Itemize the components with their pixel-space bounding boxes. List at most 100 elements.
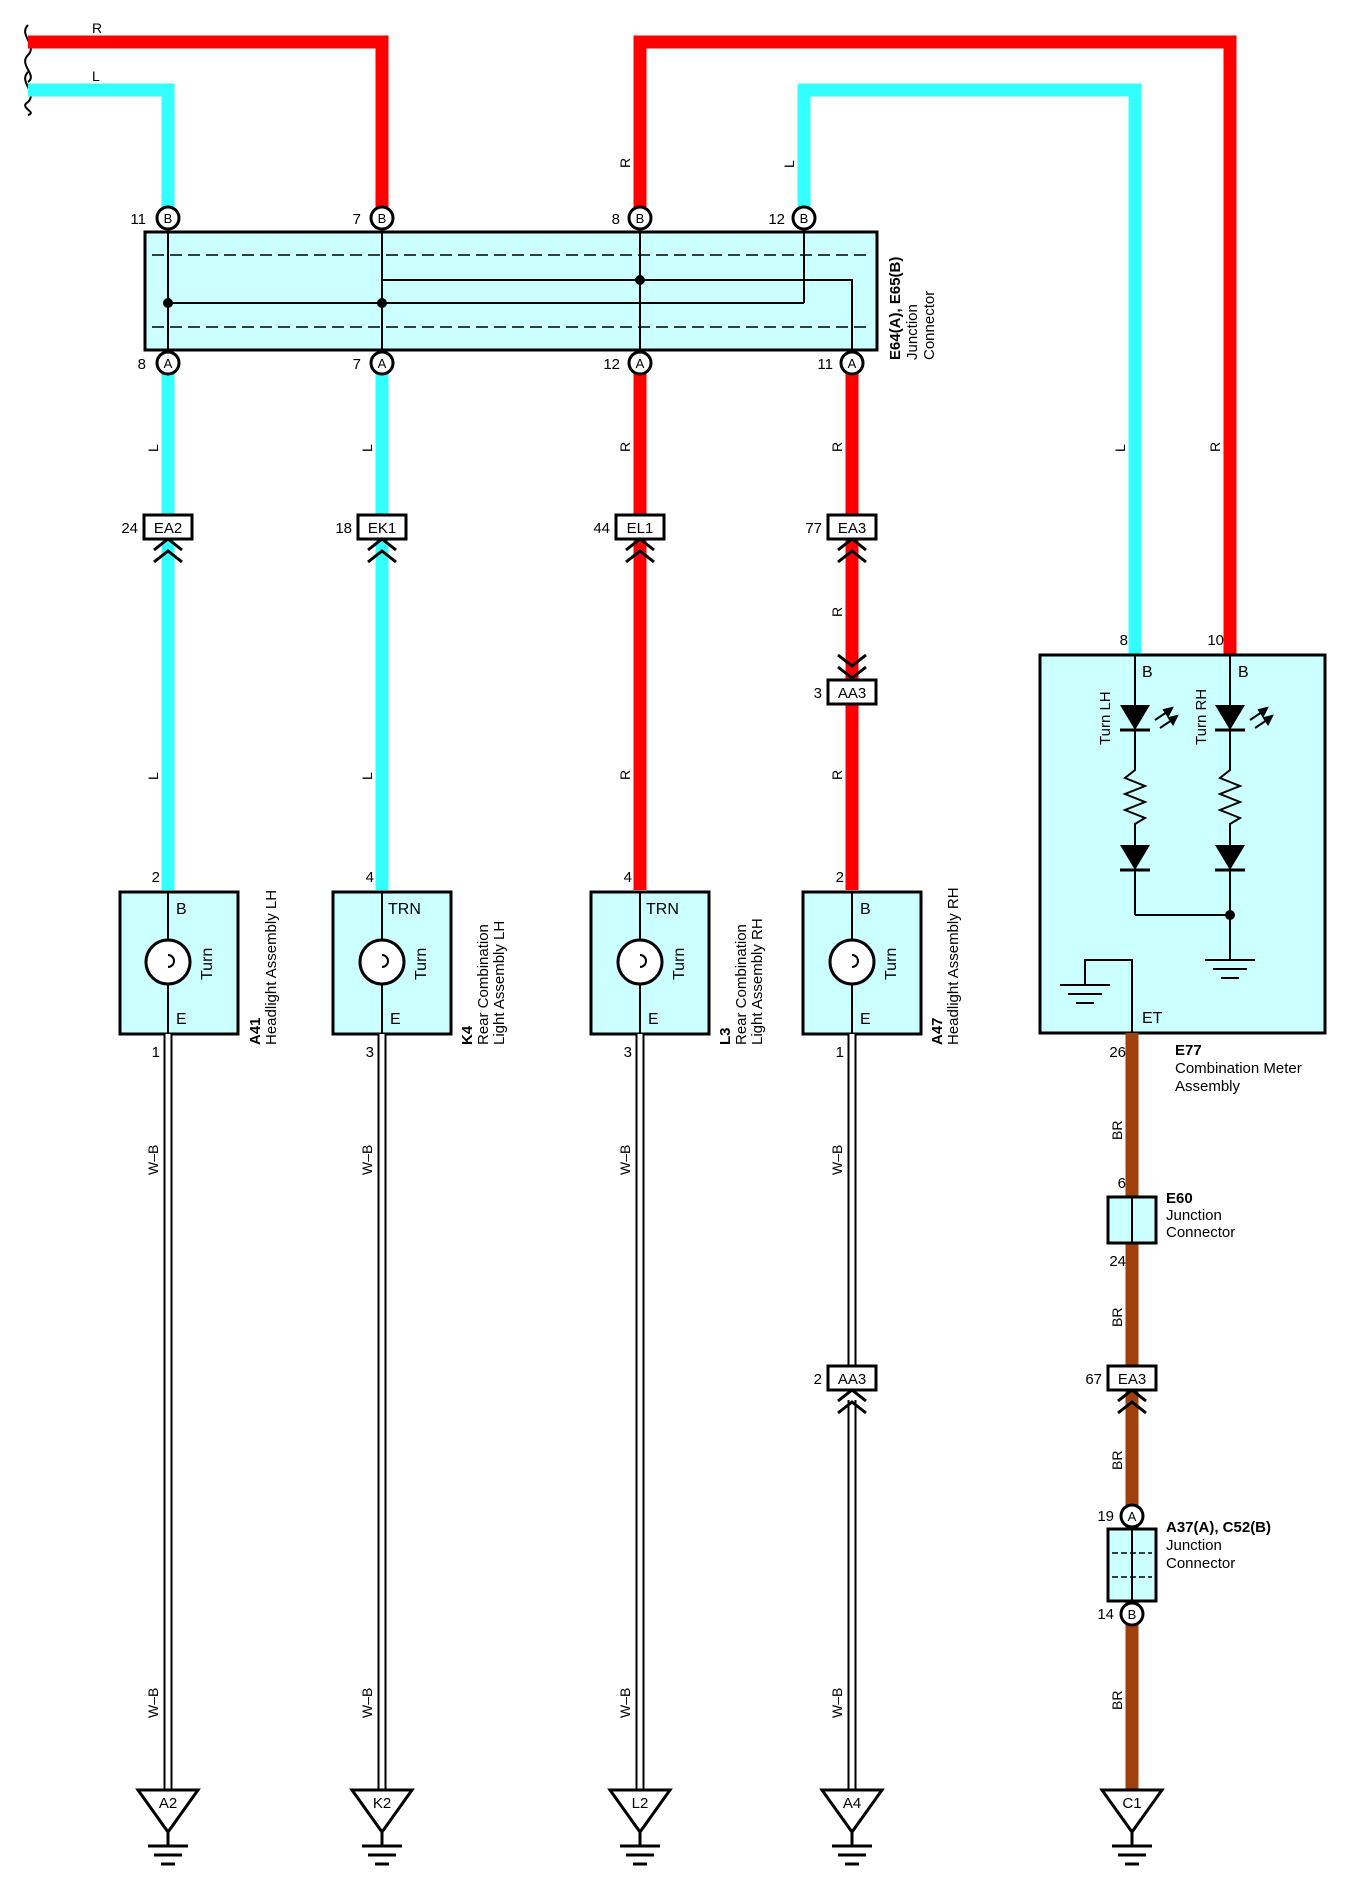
svg-text:L3: L3: [717, 1027, 734, 1045]
e64-top-pins: B 11 B 7 B 8 B 12: [130, 205, 817, 231]
svg-text:B: B: [1128, 1607, 1137, 1622]
lamp-l3-label: L3 Rear Combination Light Assembly RH: [717, 918, 766, 1045]
svg-text:B: B: [378, 211, 387, 226]
svg-text:67: 67: [1085, 1371, 1102, 1388]
wire-label: L: [145, 444, 161, 452]
wire-label: R: [829, 607, 845, 617]
svg-text:3: 3: [814, 685, 822, 702]
svg-text:6: 6: [1118, 1175, 1126, 1192]
pin-circle: A: [155, 350, 181, 376]
svg-text:AA3: AA3: [838, 1371, 866, 1388]
lamp-a47: 2 B E Turn 1: [801, 869, 923, 1061]
svg-text:K4: K4: [459, 1025, 476, 1045]
e64-bottom-pins: A 8 A 7 A 12 A 11: [138, 350, 865, 376]
pin-number: 7: [353, 356, 361, 373]
svg-text:L2: L2: [632, 1795, 649, 1812]
junction-a37-label: A37(A), C52(B) Junction Connector: [1166, 1519, 1271, 1572]
wire-label: L: [92, 68, 100, 84]
wire-label: W–B: [617, 1145, 633, 1175]
svg-text:E77: E77: [1175, 1042, 1202, 1059]
svg-text:77: 77: [805, 520, 822, 537]
wire-label: W–B: [359, 1145, 375, 1175]
junction-e64-line2: Connector: [921, 291, 938, 360]
svg-text:Junction: Junction: [1166, 1207, 1222, 1224]
wire-label: R: [617, 442, 633, 452]
pin-number: 8: [612, 211, 620, 228]
pin-circle: A: [627, 350, 653, 376]
svg-text:19: 19: [1097, 1508, 1114, 1525]
svg-text:18: 18: [335, 520, 352, 537]
wire-label: R: [617, 770, 633, 780]
meter-e77-label: E77 Combination Meter Assembly: [1175, 1042, 1302, 1095]
ground-c1: C1: [1099, 1788, 1165, 1866]
svg-text:TRN: TRN: [388, 901, 421, 918]
svg-text:EK1: EK1: [368, 520, 396, 537]
pin-number: 11: [817, 356, 833, 373]
source-break-marks: [24, 24, 32, 116]
svg-text:Combination Meter: Combination Meter: [1175, 1060, 1302, 1077]
wire-label: W–B: [829, 1688, 845, 1718]
svg-text:B: B: [800, 211, 809, 226]
inline-connector-aa3-bottom: AA3 2: [814, 1364, 878, 1415]
svg-text:4: 4: [624, 869, 632, 886]
svg-text:Turn: Turn: [199, 948, 216, 980]
svg-text:2: 2: [836, 869, 844, 886]
svg-text:E: E: [390, 1011, 401, 1028]
wire-label: W–B: [145, 1145, 161, 1175]
svg-text:Rear Combination: Rear Combination: [733, 924, 750, 1045]
ground-a4: A4: [819, 1788, 885, 1866]
wire-label: W–B: [829, 1145, 845, 1175]
svg-text:A: A: [1128, 1509, 1137, 1524]
svg-text:C1: C1: [1122, 1795, 1141, 1812]
pin-circle: B: [791, 205, 817, 231]
svg-text:A41: A41: [247, 1017, 264, 1045]
svg-text:EA3: EA3: [838, 520, 866, 537]
lamp-l3: 4 TRN E Turn 3: [589, 869, 711, 1061]
pin-number: 7: [353, 211, 361, 228]
svg-text:Turn: Turn: [671, 948, 688, 980]
pin-number: 12: [603, 356, 620, 373]
wb-wires: [163, 1034, 857, 1790]
svg-text:14: 14: [1097, 1606, 1114, 1623]
wire-l-meter: [797, 83, 1142, 655]
pin-circle: A: [839, 350, 865, 376]
svg-text:K2: K2: [373, 1795, 391, 1812]
wire-label: R: [617, 158, 633, 168]
svg-text:EA2: EA2: [154, 520, 182, 537]
svg-text:EL1: EL1: [627, 520, 654, 537]
svg-text:A37(A), C52(B): A37(A), C52(B): [1166, 1519, 1271, 1536]
inline-connector-ek1: EK1 18: [335, 513, 408, 564]
inline-connector-aa3-top: AA3 3: [814, 653, 878, 706]
wire-label: BR: [1109, 1308, 1125, 1327]
wire-label: BR: [1109, 1691, 1125, 1710]
junction-e64-code: E64(A), E65(B): [887, 257, 904, 360]
svg-text:A4: A4: [843, 1795, 861, 1812]
svg-text:8: 8: [1120, 632, 1128, 649]
lamp-k4-label: K4 Rear Combination Light Assembly LH: [459, 921, 508, 1045]
lamp-a41-label: A41 Headlight Assembly LH: [247, 890, 280, 1045]
wire-label: L: [781, 160, 797, 168]
svg-text:TRN: TRN: [646, 901, 679, 918]
svg-text:1: 1: [152, 1044, 160, 1061]
svg-text:A2: A2: [159, 1795, 177, 1812]
junction-connector-e64: [143, 230, 879, 352]
pin-number: 12: [768, 211, 785, 228]
lamp-a41: 2 B E Turn 1: [118, 869, 240, 1061]
pin-number: 8: [138, 356, 146, 373]
wire-label: R: [92, 20, 102, 36]
svg-text:Turn RH: Turn RH: [1193, 689, 1210, 745]
svg-text:A: A: [636, 356, 645, 371]
svg-text:2: 2: [814, 1371, 822, 1388]
svg-text:B: B: [860, 901, 871, 918]
svg-text:E: E: [648, 1011, 659, 1028]
svg-text:Turn: Turn: [883, 948, 900, 980]
svg-text:Turn: Turn: [413, 948, 430, 980]
svg-text:Headlight Assembly LH: Headlight Assembly LH: [263, 890, 280, 1045]
svg-text:ET: ET: [1142, 1010, 1163, 1027]
wire-label: L: [1112, 444, 1128, 452]
svg-text:E60: E60: [1166, 1190, 1193, 1207]
svg-text:Connector: Connector: [1166, 1555, 1235, 1572]
wire-label: L: [145, 772, 161, 780]
svg-text:Turn LH: Turn LH: [1097, 691, 1114, 745]
